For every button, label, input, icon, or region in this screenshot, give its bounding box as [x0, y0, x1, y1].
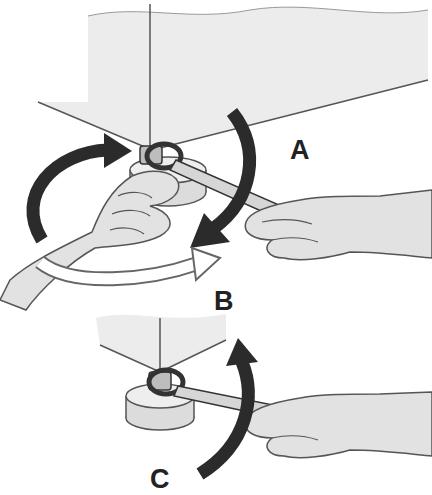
- body-panel: [40, 7, 428, 150]
- arrow-head: [190, 213, 230, 248]
- panel-line: [38, 102, 152, 150]
- arrow-head: [104, 133, 132, 168]
- rotation-arrow: [214, 112, 250, 228]
- body-panel: [96, 314, 226, 372]
- strut-rod: [149, 4, 151, 150]
- right-hand: [245, 190, 432, 260]
- arrow-head: [192, 248, 220, 280]
- panel-edge: [88, 7, 428, 16]
- hold-arrow: [40, 262, 196, 279]
- callout-letter: A: [290, 137, 310, 164]
- left-hand: [0, 171, 179, 310]
- callout-letter: B: [214, 288, 234, 315]
- callout-letter: C: [150, 466, 170, 493]
